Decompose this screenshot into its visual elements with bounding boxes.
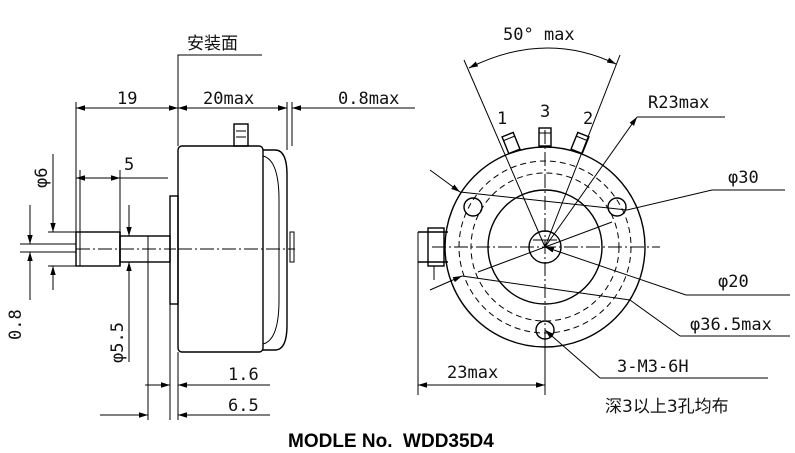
dim-radius: R23max [648,93,709,113]
shaft [75,231,176,267]
mount-hole-left [463,197,483,217]
flange [169,195,179,305]
angle-arc [468,47,617,69]
dim-shaft-length: 19 [117,89,137,109]
dim-flange-2: 6.5 [228,396,259,416]
dim-dia-20: φ20 [718,272,749,292]
side-view: 安装面 19 20max 0.8max φ6 5 0.8 [6,34,415,420]
dim-dia-30: φ30 [728,168,759,188]
dim-body-length: 20max [203,89,254,109]
terminal-group [501,127,590,155]
body [177,145,295,353]
mount-face-leader [177,54,262,146]
dim-width: 23max [447,363,498,383]
dim-flange-1: 1.6 [228,365,259,385]
terminal-3-label: 3 [540,102,550,122]
dim-holes: 3-M3-6H [617,357,689,377]
model-label: MODLE No. WDD35D4 [288,431,494,452]
dim-gap: 0.8max [338,89,399,109]
mount-hole-right [607,197,627,217]
mount-face-label: 安装面 [187,34,238,54]
dim-flat-dia: φ5.5 [108,322,128,363]
front-view: 1 3 2 50° max R23max φ30 φ20 [417,25,790,417]
dim-flat: 5 [124,155,134,175]
dim-angle: 50° max [503,25,575,45]
note-holes: 深3以上3孔均布 [605,397,729,417]
dim-dia-365: φ36.5max [690,315,772,335]
dim-flat-offset: 0.8 [6,309,26,340]
side-lug [417,227,448,395]
terminal-2-label: 2 [583,109,593,129]
top-terminal [233,123,249,147]
terminal-1-label: 1 [497,109,507,129]
dim-shaft-dia: φ6 [32,168,52,188]
